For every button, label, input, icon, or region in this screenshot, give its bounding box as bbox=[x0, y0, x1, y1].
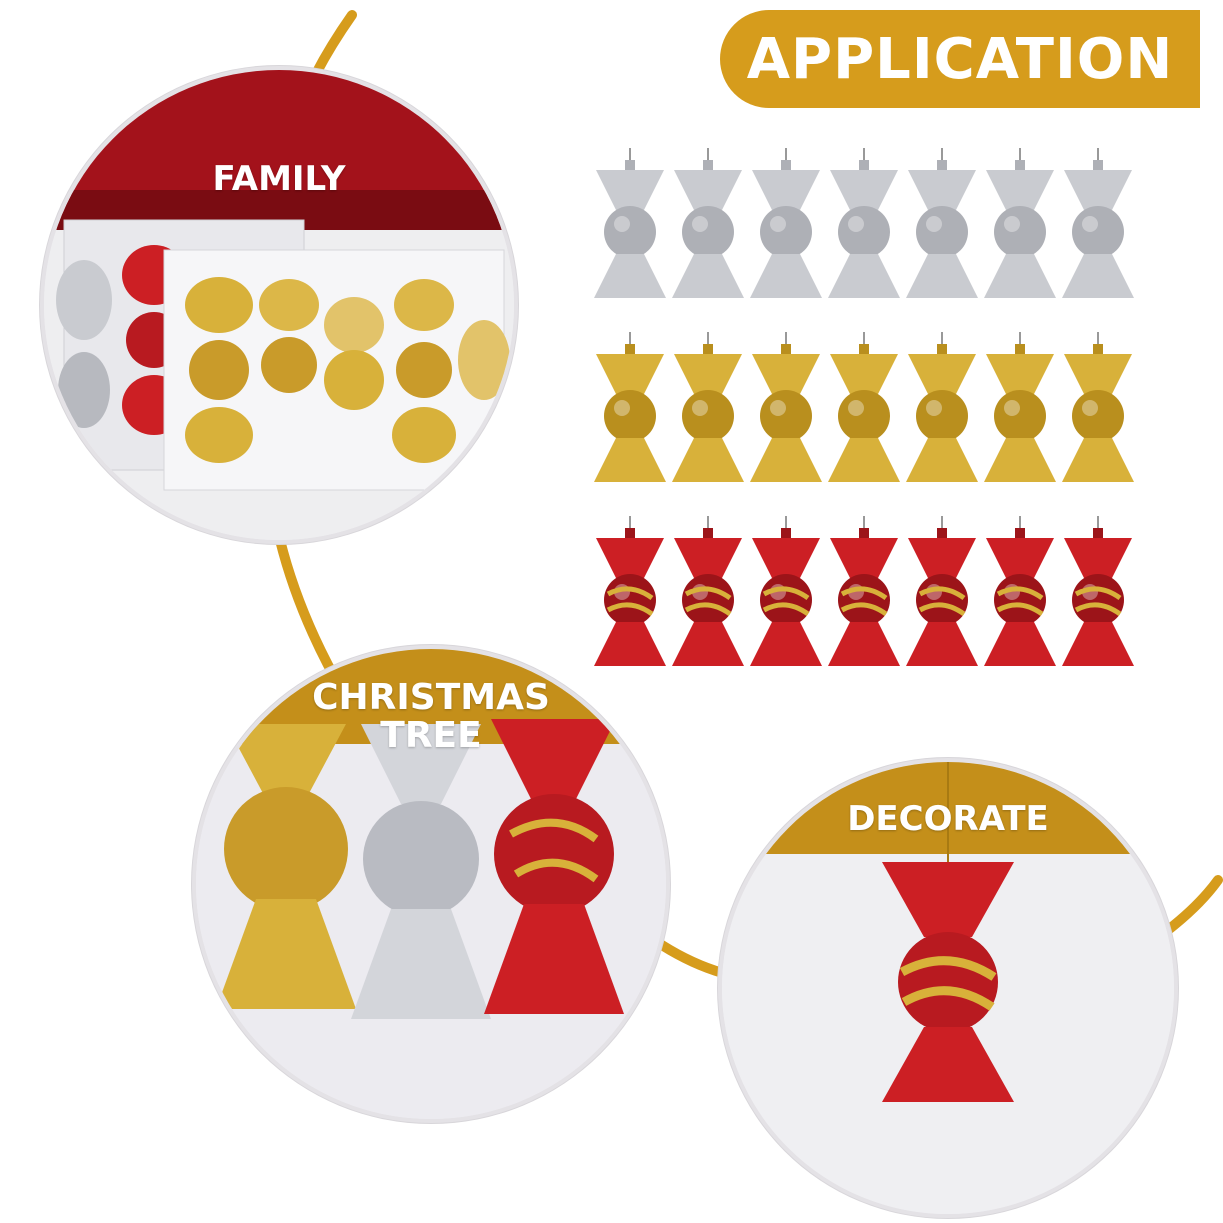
silver-candy-ornament bbox=[1062, 148, 1134, 298]
silver-candy-ornament bbox=[906, 148, 978, 298]
decorate-scene-image bbox=[722, 762, 1174, 1214]
christmas-tree-label: CHRISTMAS TREE bbox=[196, 679, 666, 755]
gold-candy-ornament bbox=[594, 332, 666, 482]
red-candy-ornament bbox=[828, 516, 900, 666]
christmas-tree-label-line1: CHRISTMAS bbox=[312, 677, 550, 718]
family-label: FAMILY bbox=[212, 159, 346, 199]
gold-candy-ornament bbox=[906, 332, 978, 482]
red-candy-ornament bbox=[594, 516, 666, 666]
decorate-label: DECORATE bbox=[847, 799, 1049, 839]
gold-candy-ornament bbox=[750, 332, 822, 482]
gold-candy-ornament bbox=[672, 332, 744, 482]
red-candy-ornament bbox=[672, 516, 744, 666]
decorate-scene-circle: DECORATE bbox=[718, 758, 1178, 1218]
family-scene-circle: FAMILY bbox=[40, 66, 518, 544]
silver-candy-ornament bbox=[984, 148, 1056, 298]
gold-candy-ornament bbox=[828, 332, 900, 482]
silver-candy-ornament bbox=[828, 148, 900, 298]
family-scene-image bbox=[44, 70, 514, 540]
silver-candy-ornament bbox=[750, 148, 822, 298]
application-title: APPLICATION bbox=[746, 26, 1174, 92]
red-candy-ornament bbox=[750, 516, 822, 666]
gold-candy-ornament bbox=[984, 332, 1056, 482]
silver-candy-ornament bbox=[594, 148, 666, 298]
application-banner: APPLICATION bbox=[720, 10, 1200, 108]
red-candy-ornament bbox=[984, 516, 1056, 666]
red-candy-ornament bbox=[906, 516, 978, 666]
christmas-tree-scene-image bbox=[196, 649, 666, 1119]
red-candy-ornament bbox=[1062, 516, 1134, 666]
silver-candy-ornament bbox=[672, 148, 744, 298]
christmas-tree-scene-circle: CHRISTMAS TREE bbox=[192, 645, 670, 1123]
ornament-product-grid bbox=[594, 148, 1134, 666]
christmas-tree-label-line2: TREE bbox=[380, 714, 482, 756]
gold-candy-ornament bbox=[1062, 332, 1134, 482]
